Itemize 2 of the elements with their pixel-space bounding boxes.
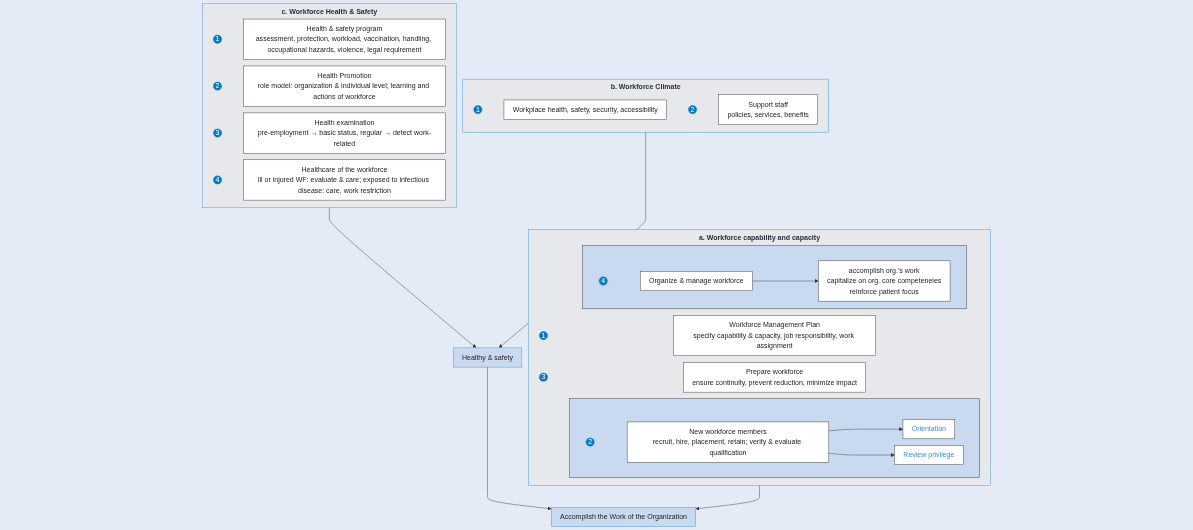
cluster xyxy=(582,245,967,310)
cluster xyxy=(569,398,980,478)
